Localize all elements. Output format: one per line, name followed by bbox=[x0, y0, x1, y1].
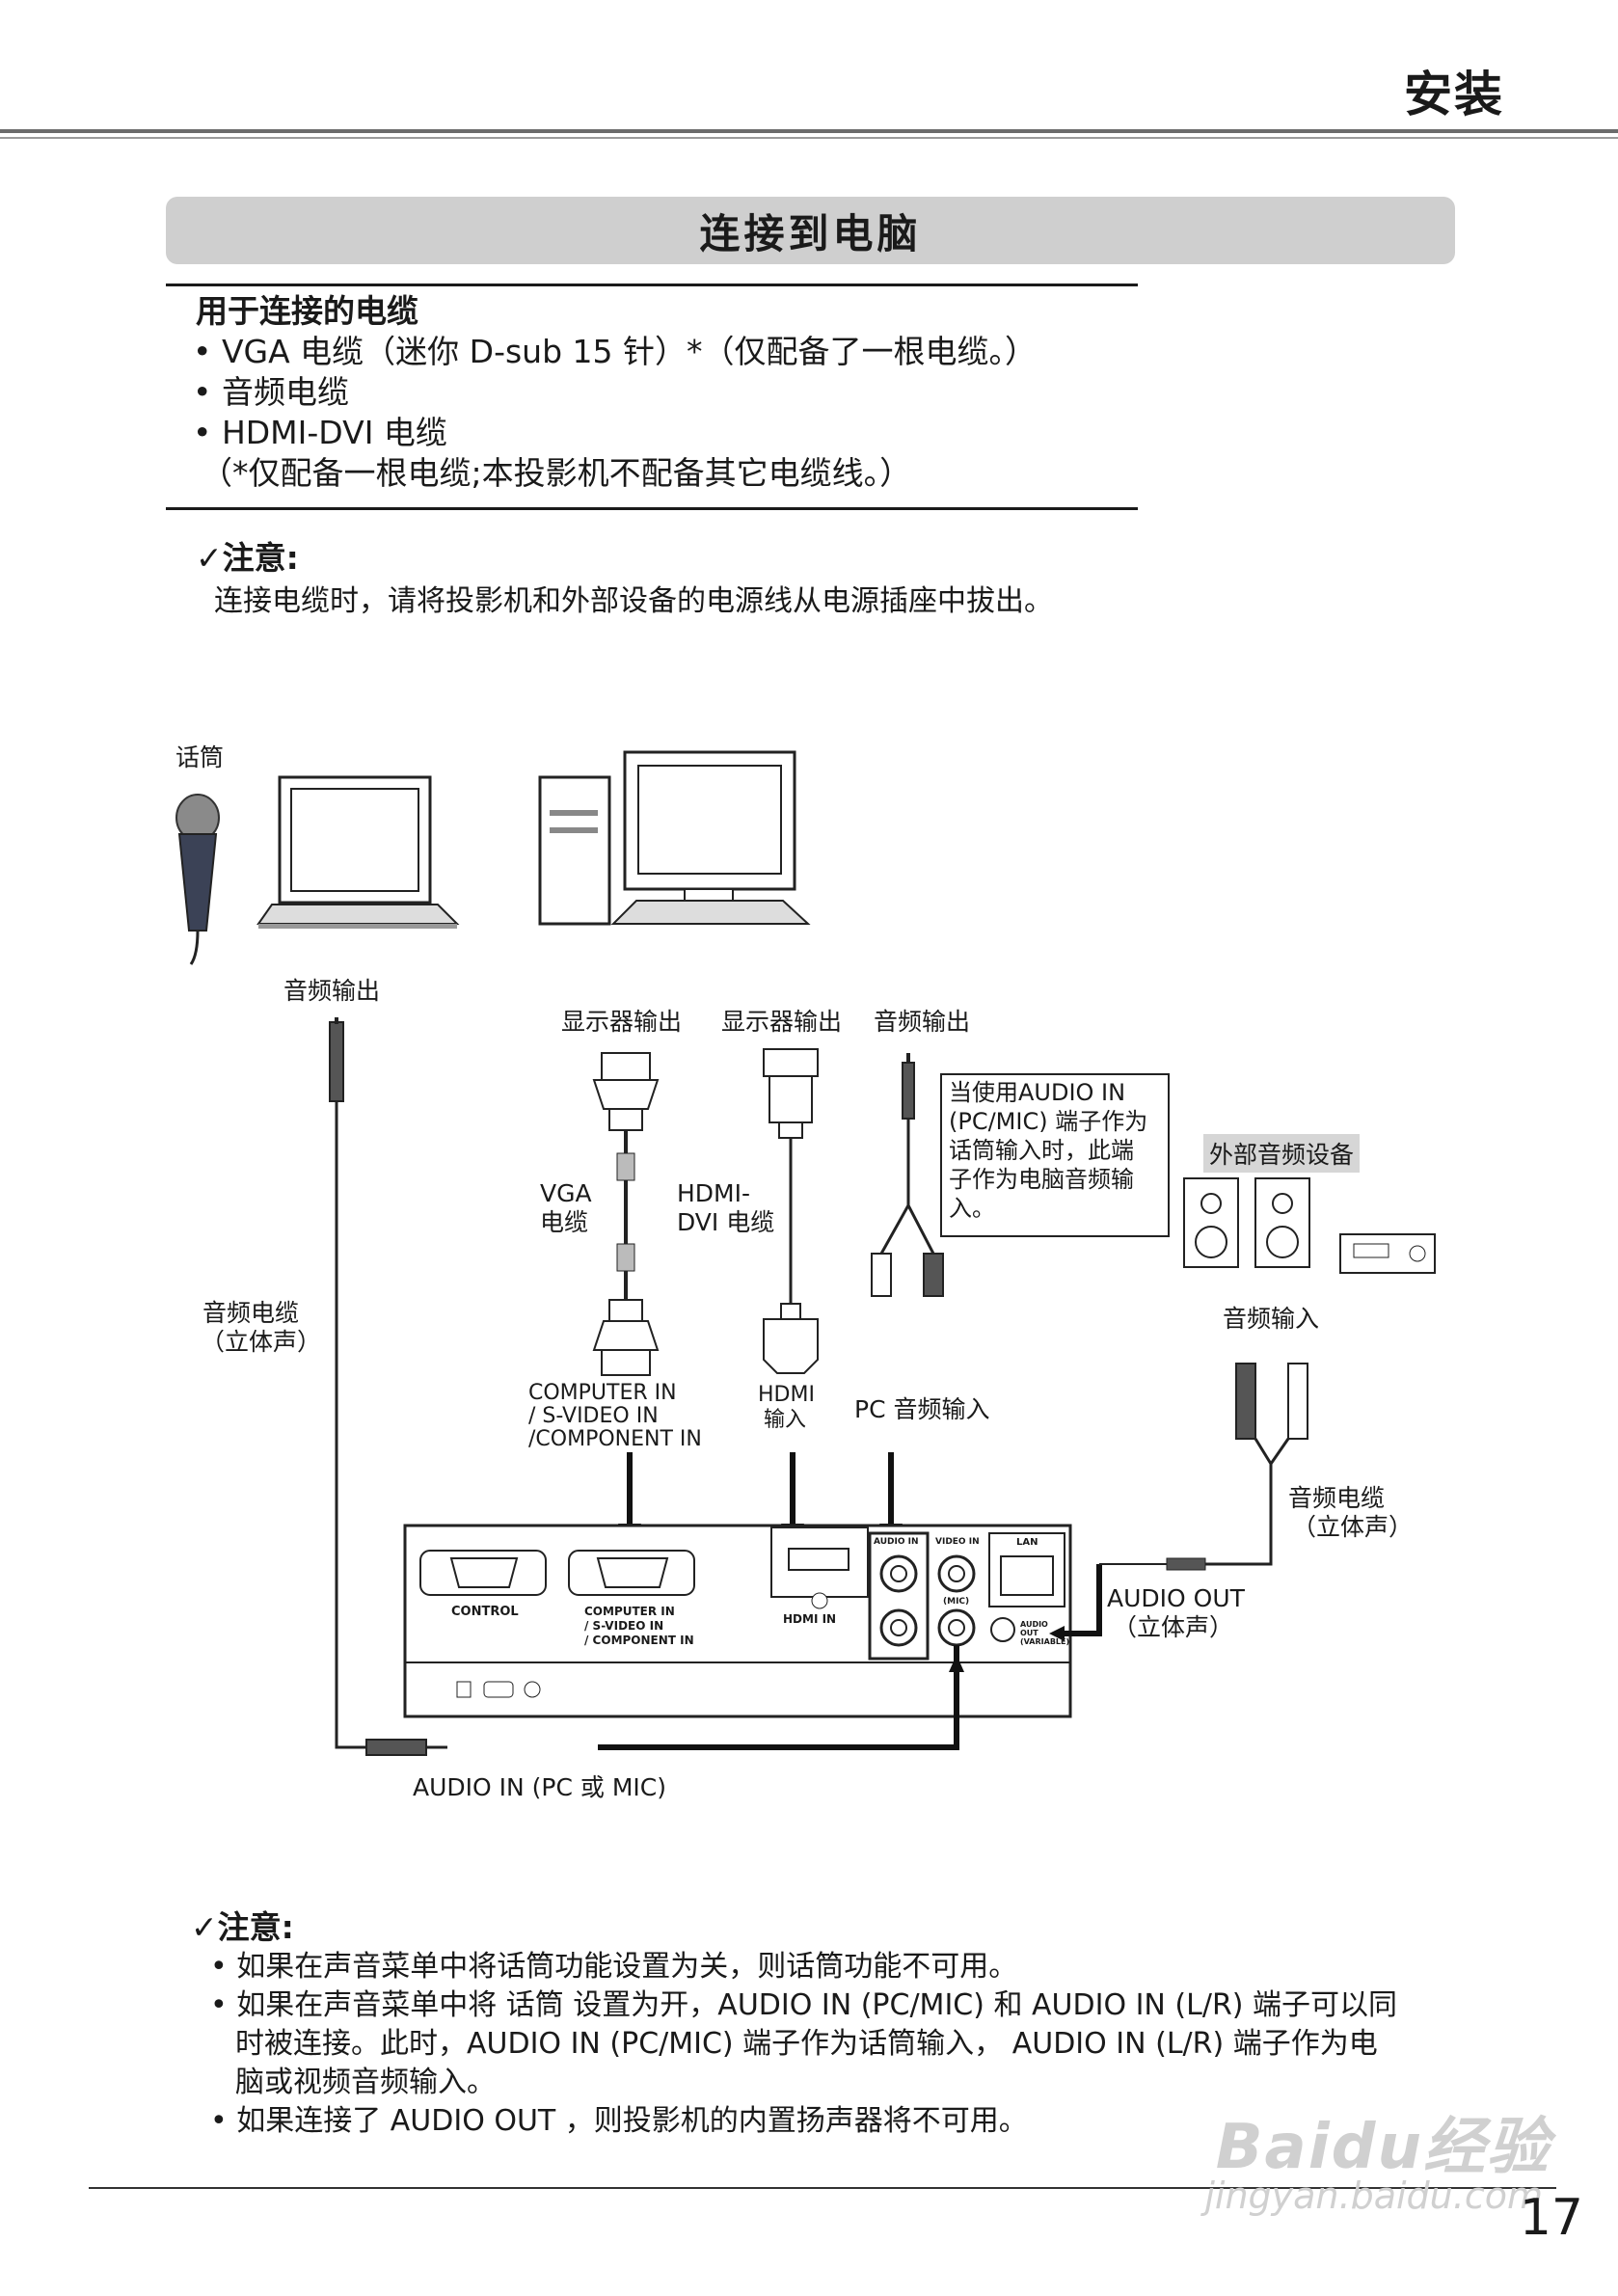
computer-in-label-1: COMPUTER IN bbox=[528, 1381, 677, 1405]
page-number: 17 bbox=[1519, 2189, 1583, 2247]
audio-cable-left-label-1: 音频电缆 bbox=[202, 1299, 300, 1327]
header-title: 安装 bbox=[1404, 67, 1504, 122]
note1-heading: ✓注意: bbox=[196, 539, 299, 577]
hdmi-dvi-cable-label-1: HDMI- bbox=[677, 1179, 751, 1207]
note-box-line-1: 当使用AUDIO IN bbox=[949, 1079, 1126, 1106]
cable-item-hdmi-dvi: • HDMI-DVI 电缆 bbox=[193, 414, 447, 451]
footer-rule bbox=[89, 2187, 1556, 2189]
section-title: 连接到电脑 bbox=[699, 209, 922, 257]
vga-connector-bottom-icon bbox=[592, 1299, 660, 1376]
baidu-watermark-url: jingyan.baidu.com bbox=[1204, 2174, 1543, 2217]
microphone-icon bbox=[175, 794, 220, 965]
audio-plug-left bbox=[329, 1021, 344, 1102]
note-box-line-4: 子作为电脑音频输 bbox=[949, 1166, 1134, 1193]
note2-body: • 如果在声音菜单中将话筒功能设置为关，则话筒功能不可用。 • 如果在声音菜单中… bbox=[210, 1948, 1397, 2141]
projector-panel bbox=[403, 1524, 1072, 1718]
speaker-icon-right bbox=[1254, 1177, 1310, 1268]
pc-audio-in-label: PC 音频输入 bbox=[854, 1395, 990, 1423]
vga-connector-top-icon bbox=[592, 1052, 660, 1131]
hdmi-in-label-1: HDMI bbox=[758, 1383, 815, 1407]
panel-audio-in-label: AUDIO IN bbox=[874, 1537, 919, 1547]
panel-computer-in-line-2: / S-VIDEO IN bbox=[584, 1619, 664, 1633]
audio-receiver-icon bbox=[1339, 1233, 1436, 1274]
note2-item-2: • 如果在声音菜单中将 话筒 设置为开，AUDIO IN (PC/MIC) 和 … bbox=[210, 1988, 1398, 2022]
panel-audio-out-line-3: (VARIABLE) bbox=[1020, 1637, 1070, 1646]
note2-item-1: • 如果在声音菜单中将话筒功能设置为关，则话筒功能不可用。 bbox=[210, 1950, 1018, 1984]
note1-text: 连接电缆时，请将投影机和外部设备的电源线从电源插座中拔出。 bbox=[214, 584, 1053, 618]
baidu-watermark: Baidu经验 bbox=[1215, 2112, 1551, 2183]
cable-footnote: （*仅配备一根电缆;本投影机不配备其它电缆线。） bbox=[201, 454, 912, 492]
external-audio-label: 外部音频设备 bbox=[1203, 1134, 1361, 1173]
rca-plug-right-b bbox=[1287, 1363, 1308, 1440]
computer-in-label-3: /COMPONENT IN bbox=[528, 1427, 702, 1451]
cable-item-audio: • 音频电缆 bbox=[193, 373, 349, 411]
vga-cable-label-1: VGA bbox=[540, 1179, 592, 1207]
audio-plug-bottom bbox=[365, 1739, 427, 1756]
note2-item-2-cont-2: 脑或视频音频输入。 bbox=[235, 2066, 496, 2099]
audio-in-pc-mic-label: AUDIO IN (PC 或 MIC) bbox=[413, 1773, 667, 1801]
cables-heading: 用于连接的电缆 bbox=[196, 292, 418, 330]
note2-item-2-cont-1: 时被连接。此时，AUDIO IN (PC/MIC) 端子作为话筒输入， AUDI… bbox=[235, 2027, 1378, 2061]
audio-cable-right-label-2: （立体声） bbox=[1292, 1513, 1414, 1541]
panel-mic-label: (MIC) bbox=[943, 1597, 970, 1607]
rca-plug-white bbox=[871, 1253, 892, 1297]
display-out-1-label: 显示器输出 bbox=[561, 1008, 683, 1036]
note-box-text: 当使用AUDIO IN (PC/MIC) 端子作为 话筒输入时，此端 子作为电脑… bbox=[949, 1078, 1147, 1223]
audio-out-stereo-label-2: （立体声） bbox=[1113, 1613, 1234, 1641]
desktop-computer-icon bbox=[538, 750, 811, 926]
vga-cable-label-2: 电缆 bbox=[540, 1208, 589, 1236]
audio-cable-left-label-2: （立体声） bbox=[201, 1328, 322, 1356]
audio-plug-mid bbox=[902, 1062, 915, 1120]
rca-plug-right-a bbox=[1235, 1363, 1256, 1440]
panel-computer-in-line-1: COMPUTER IN bbox=[584, 1605, 675, 1618]
note-box-line-5: 入。 bbox=[949, 1195, 995, 1222]
speaker-icon-left bbox=[1183, 1177, 1239, 1268]
hdmi-plug-icon bbox=[763, 1303, 819, 1374]
connection-diagram bbox=[175, 750, 1436, 1756]
audio-out-left-label: 音频输出 bbox=[283, 977, 381, 1005]
panel-computer-in-label: COMPUTER IN / S-VIDEO IN / COMPONENT IN bbox=[584, 1605, 694, 1648]
note-box-line-2: (PC/MIC) 端子作为 bbox=[949, 1108, 1148, 1135]
header-rule-thin bbox=[0, 137, 1618, 139]
panel-hdmi-label: HDMI IN bbox=[783, 1612, 837, 1626]
rca-plug-red bbox=[923, 1253, 944, 1297]
panel-lan-label: LAN bbox=[1016, 1537, 1038, 1548]
display-out-2-label: 显示器输出 bbox=[721, 1008, 843, 1036]
panel-computer-in-line-3: / COMPONENT IN bbox=[584, 1634, 694, 1647]
audio-cable-right-label-1: 音频电缆 bbox=[1288, 1484, 1386, 1512]
note-box-frame bbox=[940, 1073, 1170, 1237]
audio-out-right-label: 音频输出 bbox=[874, 1008, 971, 1036]
cables-top-rule bbox=[166, 284, 1138, 286]
audio-input-label: 音频输入 bbox=[1223, 1305, 1320, 1333]
section-title-bar: 连接到电脑 bbox=[166, 197, 1455, 264]
cables-bottom-rule bbox=[166, 507, 1138, 510]
dvi-connector-icon bbox=[763, 1048, 819, 1139]
cable-item-vga: • VGA 电缆（迷你 D-sub 15 针）*（仅配备了一根电缆。） bbox=[193, 333, 1037, 370]
hdmi-in-label-2: 输入 bbox=[764, 1408, 807, 1432]
audio-out-stereo-label-1: AUDIO OUT bbox=[1107, 1584, 1245, 1612]
panel-audio-out-line-2: OUT bbox=[1020, 1629, 1038, 1637]
hdmi-dvi-cable-label-2: DVI 电缆 bbox=[677, 1208, 775, 1236]
header-rule bbox=[0, 129, 1618, 133]
panel-control-label: CONTROL bbox=[451, 1605, 519, 1619]
note2-heading: ✓注意: bbox=[191, 1908, 294, 1946]
note-box-line-3: 话筒输入时，此端 bbox=[949, 1137, 1134, 1164]
panel-audio-out-line-1: AUDIO bbox=[1020, 1620, 1048, 1629]
mic-label: 话筒 bbox=[175, 743, 225, 771]
panel-video-in-label: VIDEO IN bbox=[935, 1537, 980, 1547]
note2-item-3: • 如果连接了 AUDIO OUT ，则投影机的内置扬声器将不可用。 bbox=[210, 2104, 1028, 2138]
computer-in-label-2: / S-VIDEO IN bbox=[528, 1404, 659, 1428]
panel-audio-out-label: AUDIO OUT (VARIABLE) bbox=[1020, 1620, 1069, 1646]
laptop-icon bbox=[256, 775, 460, 929]
